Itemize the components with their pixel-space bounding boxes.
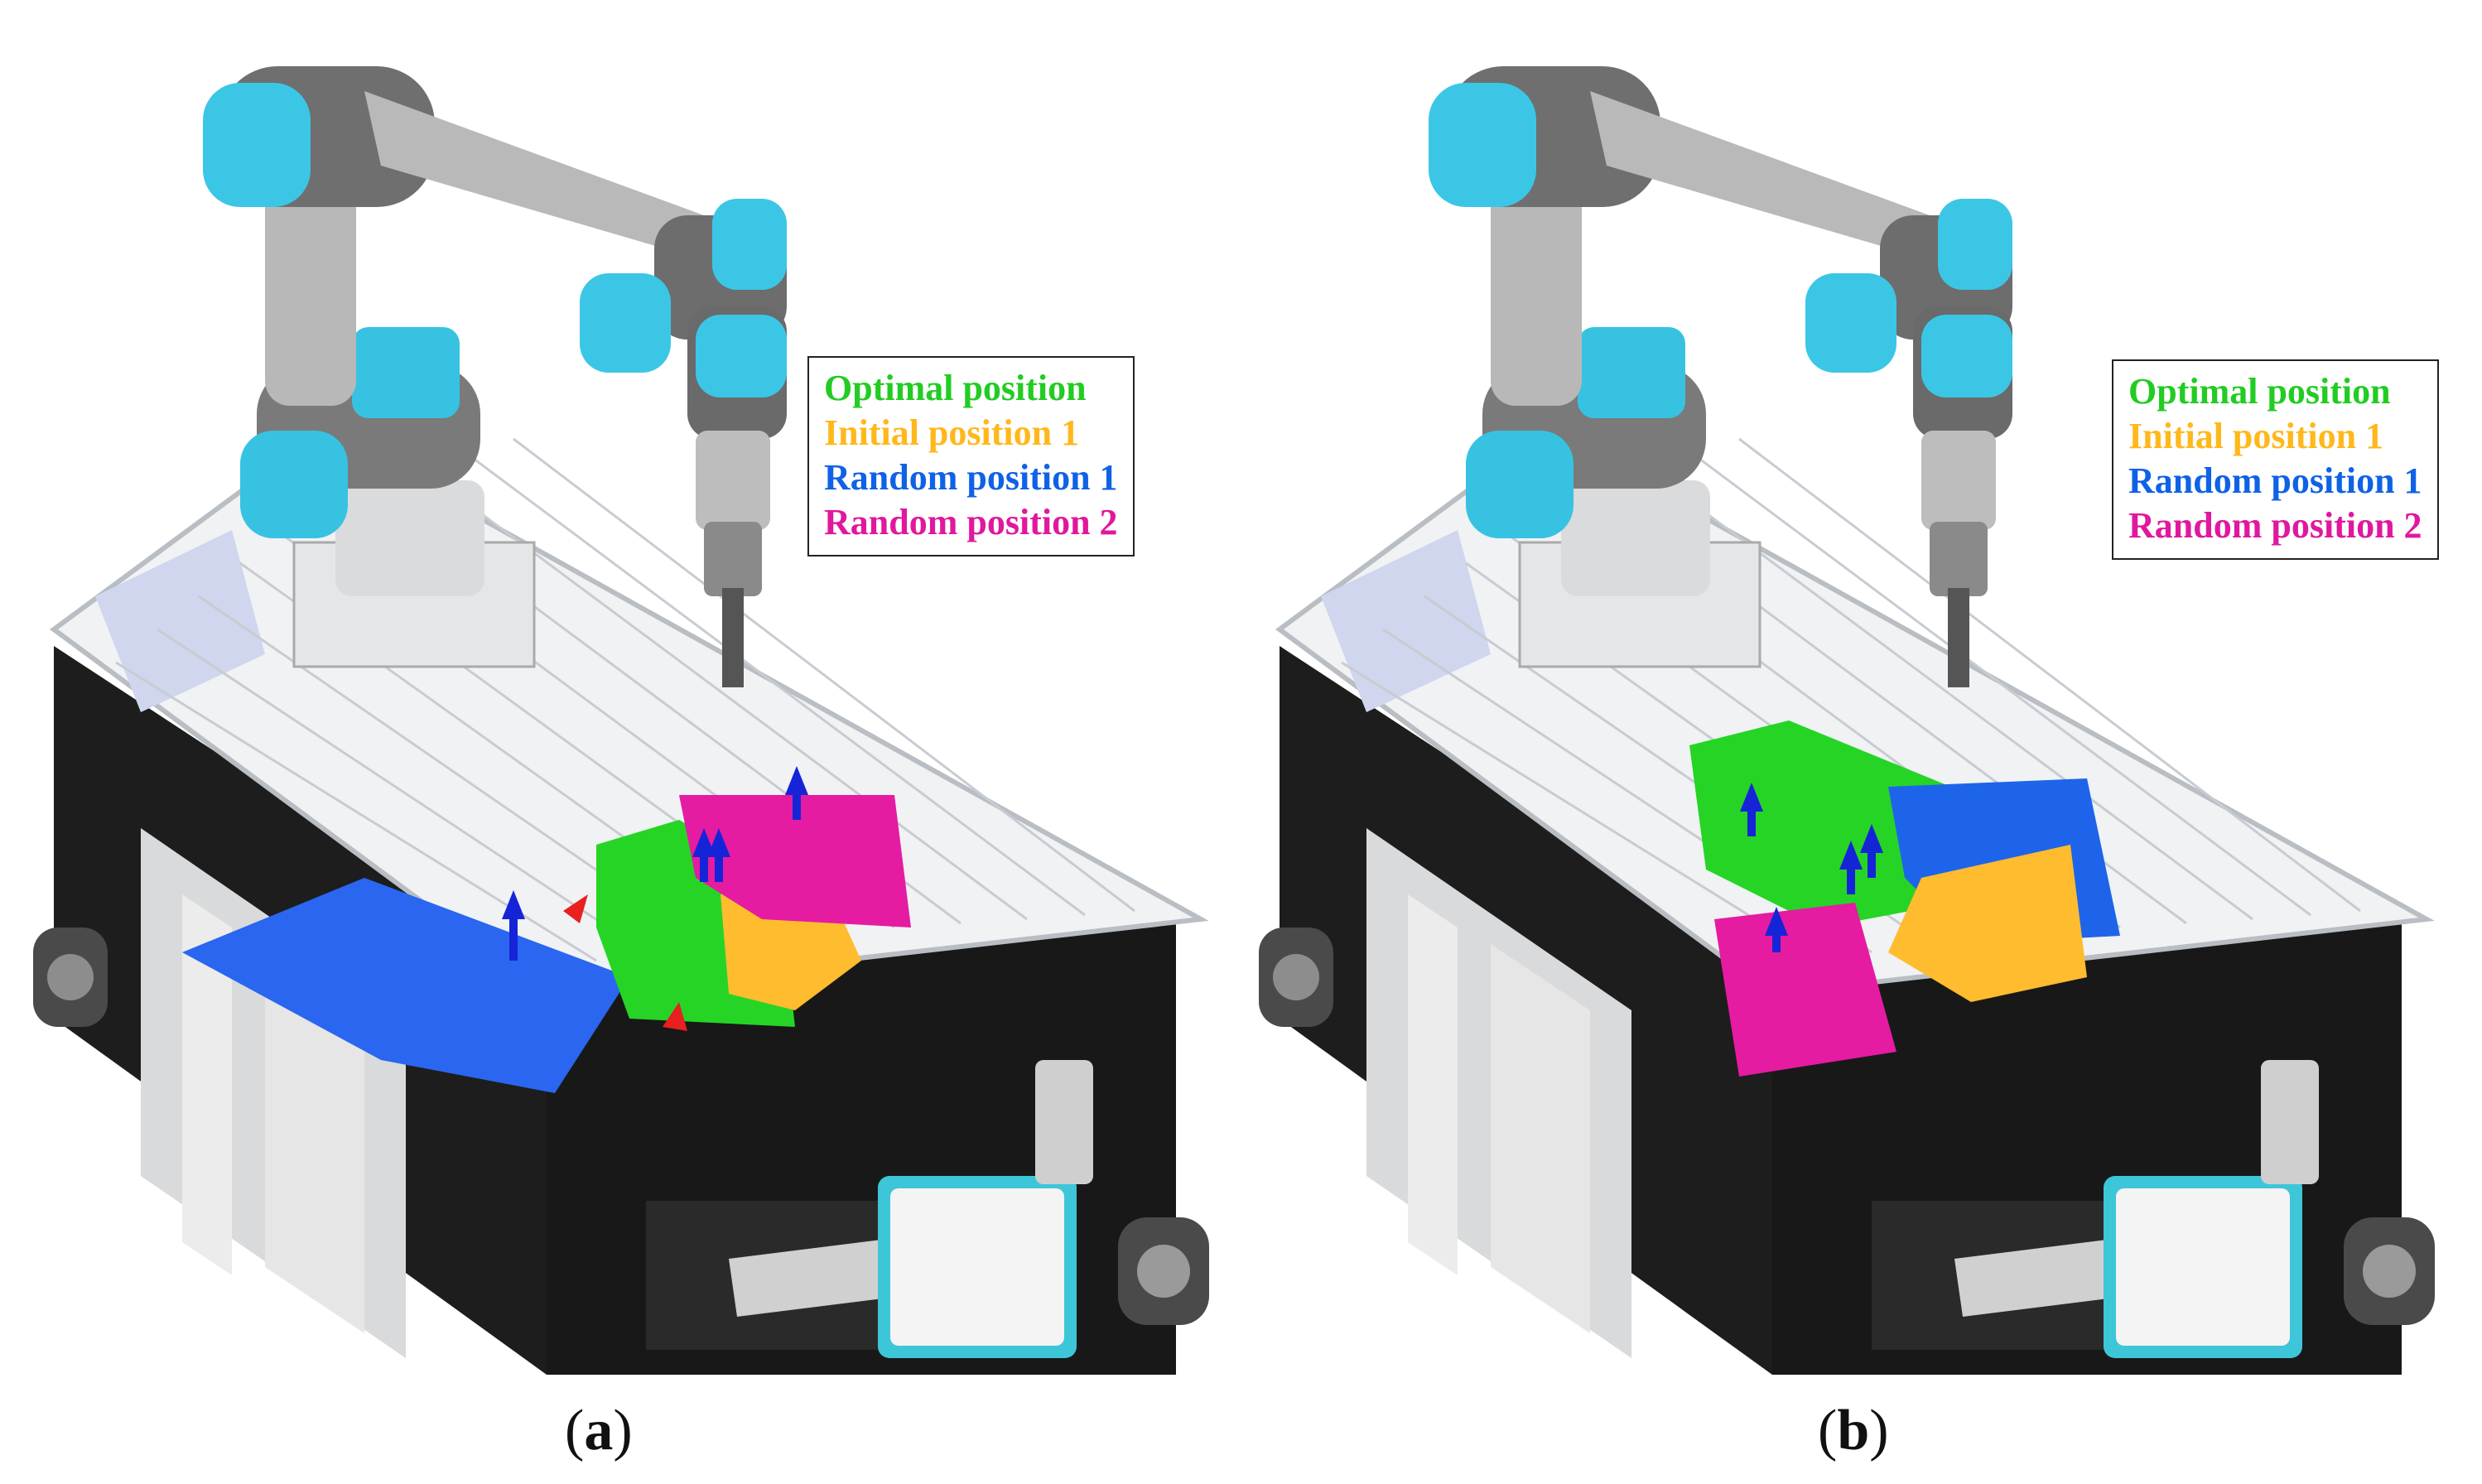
panel-b: Optimal position Initial position 1 Rand… bbox=[1242, 0, 2468, 1375]
patch-optimal bbox=[1689, 720, 1971, 928]
mobile-cabinet bbox=[1259, 646, 2435, 1375]
caption-b-close: ) bbox=[1869, 1399, 1889, 1462]
patch-random-2 bbox=[679, 795, 911, 928]
surface-patches-b bbox=[1689, 720, 2120, 1077]
panel-a: Optimal position Initial position 1 Rand… bbox=[17, 0, 1242, 1375]
legend-a-optimal: Optimal position bbox=[824, 368, 1087, 408]
patch-initial-1 bbox=[1888, 845, 2087, 1002]
surface-patches-a bbox=[182, 795, 911, 1093]
wheel-left bbox=[1259, 928, 1333, 1027]
scene-b bbox=[1259, 66, 2435, 1375]
normal-arrows-b bbox=[1740, 783, 1883, 952]
caption-a-close: ) bbox=[613, 1399, 633, 1462]
legend-b-initial-1: Initial position 1 bbox=[2128, 416, 2384, 456]
robot-arm bbox=[203, 66, 787, 687]
robot-arm bbox=[1429, 66, 2012, 687]
patch-random-1 bbox=[182, 878, 629, 1093]
legend-a-random-2: Random position 2 bbox=[824, 502, 1118, 542]
wheel-right bbox=[1118, 1217, 1209, 1325]
legend-b-optimal: Optimal position bbox=[2128, 371, 2391, 412]
scene-a bbox=[33, 66, 1209, 1375]
legend-a-initial-1: Initial position 1 bbox=[824, 412, 1080, 453]
caption-a-letter: a bbox=[584, 1399, 614, 1462]
caption-b: (b) bbox=[1818, 1398, 1889, 1464]
legend-a-random-1: Random position 1 bbox=[824, 457, 1118, 498]
legend-a: Optimal position Initial position 1 Rand… bbox=[807, 356, 1135, 556]
wheel-left bbox=[33, 928, 108, 1027]
patch-random-2 bbox=[1714, 903, 1896, 1077]
legend-b-random-2: Random position 2 bbox=[2128, 505, 2422, 546]
legend-b: Optimal position Initial position 1 Rand… bbox=[2112, 359, 2439, 560]
caption-a: (a) bbox=[565, 1398, 633, 1464]
mobile-cabinet bbox=[33, 646, 1209, 1375]
legend-b-random-1: Random position 1 bbox=[2128, 460, 2422, 501]
caption-b-letter: b bbox=[1837, 1399, 1870, 1462]
caption-b-open: ( bbox=[1818, 1399, 1838, 1462]
wheel-right bbox=[2344, 1217, 2435, 1325]
caption-a-open: ( bbox=[565, 1399, 585, 1462]
normal-arrows-a bbox=[502, 766, 808, 1031]
